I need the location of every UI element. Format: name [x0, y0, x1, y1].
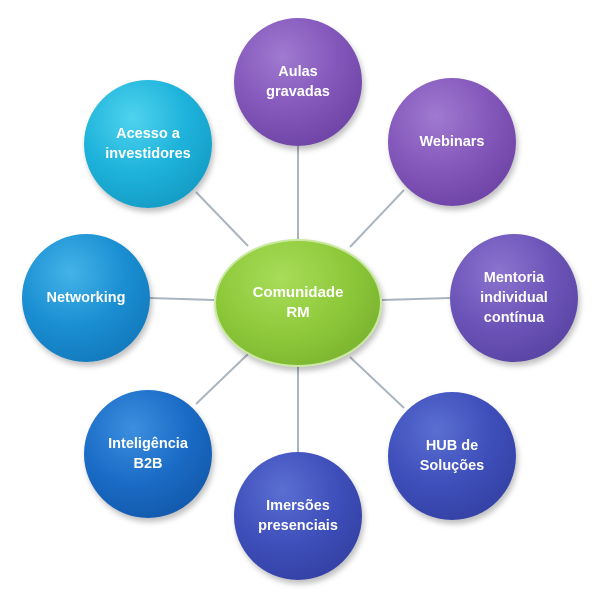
- node-imersoes-presenciais[interactable]: Imersões presenciais: [234, 452, 362, 580]
- node-label-hub: HUB de Soluções: [419, 438, 485, 474]
- node-label-acesso: Acesso a investidores: [105, 126, 191, 162]
- center-node-comunidade-rm: Comunidade RM: [214, 239, 382, 367]
- node-inteligencia-b2b[interactable]: Inteligência B2B: [84, 390, 212, 518]
- connector-networking: [149, 297, 215, 301]
- node-acesso-a-investidores[interactable]: Acesso a investidores: [84, 80, 212, 208]
- node-label-networking: Networking: [46, 290, 126, 306]
- connector-acesso: [195, 191, 249, 247]
- center-node-label: Comunidade RM: [252, 284, 344, 321]
- node-networking[interactable]: Networking: [22, 234, 150, 362]
- node-label-inteligencia: Inteligência B2B: [108, 436, 188, 472]
- node-label-imersoes: Imersões presenciais: [258, 498, 338, 534]
- connector-mentoria: [381, 297, 451, 301]
- node-webinars[interactable]: Webinars: [388, 78, 516, 206]
- node-hub-de-solucoes[interactable]: HUB de Soluções: [388, 392, 516, 520]
- connector-hub: [349, 356, 405, 409]
- node-label-mentoria: Mentoria individual contínua: [480, 270, 548, 326]
- node-label-webinars: Webinars: [419, 134, 485, 150]
- node-mentoria-individual-continua[interactable]: Mentoria individual contínua: [450, 234, 578, 362]
- node-label-aulas-gravadas: Aulas gravadas: [266, 64, 330, 100]
- connector-webinars: [349, 189, 405, 248]
- node-aulas-gravadas[interactable]: Aulas gravadas: [234, 18, 362, 146]
- connector-inteligencia: [195, 353, 249, 405]
